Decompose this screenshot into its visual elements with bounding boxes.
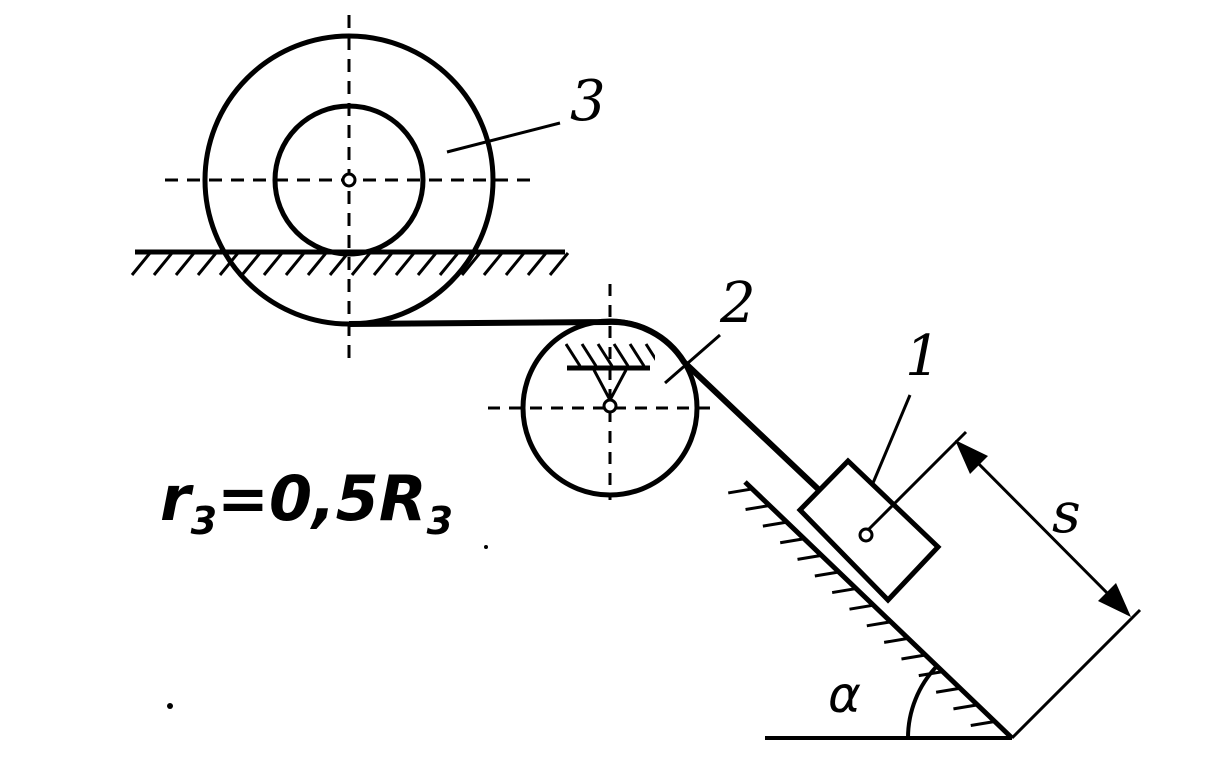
svg-text:r3=0,5R3: r3=0,5R3 (160, 462, 453, 543)
hatch-line (596, 343, 614, 367)
label-angle-alpha: α (828, 666, 861, 724)
formula-R-subscript: 3 (427, 499, 453, 543)
hatch-line (901, 653, 926, 661)
hatch-line (526, 252, 548, 276)
hatch-line (883, 636, 909, 644)
wheel-3 (165, 15, 530, 362)
hatch-line (504, 252, 526, 276)
hatch-line (548, 252, 570, 276)
hatch-line (372, 252, 394, 276)
hatch-line (727, 487, 753, 495)
hatch-line (644, 343, 655, 361)
block1-center-point (858, 527, 874, 543)
formula-radius-ratio: r3=0,5R3 (160, 462, 453, 543)
hatch-line (628, 343, 646, 367)
hatch-line (831, 587, 857, 595)
speck (484, 545, 488, 549)
inclined-plane (727, 480, 1014, 740)
hatch-line (438, 252, 460, 276)
hatch-line (745, 504, 770, 512)
formula-equals: =0,5R (217, 462, 427, 535)
hatch-line (328, 252, 350, 276)
formula-r-subscript: 3 (191, 499, 217, 543)
hatch-line (612, 343, 630, 367)
hatch-line (152, 252, 174, 276)
label-body-2: 2 (719, 271, 756, 336)
hatch-line (460, 252, 482, 276)
hatch-line (935, 686, 961, 694)
label-body-1: 1 (905, 324, 941, 389)
hatch-line (350, 252, 372, 276)
hatch-line (196, 252, 218, 276)
hatch-line (482, 252, 504, 276)
leader-line-2 (664, 333, 721, 385)
hatch-line (284, 252, 306, 276)
hatch-line (394, 252, 416, 276)
pulley2-fixed-support (565, 343, 655, 414)
pulley-2 (488, 284, 718, 500)
hatch-line (970, 719, 995, 727)
pulley2-circle (520, 318, 700, 498)
hatch-line (240, 252, 262, 276)
floor-surface (130, 249, 570, 276)
formula-r: r (160, 462, 194, 535)
hatch-line (262, 252, 284, 276)
hatch-line (130, 252, 152, 276)
dimension-arrow-bottom (1098, 583, 1131, 617)
wheel3-center-hub (341, 172, 357, 188)
angle-arc (906, 664, 939, 739)
label-body-3: 3 (570, 69, 606, 134)
hatch-line (565, 343, 582, 367)
hatch-line (174, 252, 196, 276)
hatch-line (416, 252, 438, 276)
leader-line-1 (871, 394, 912, 484)
displacement-dimension (866, 430, 1142, 740)
hatch-line (814, 570, 840, 578)
label-displacement-s: s (1052, 481, 1081, 546)
hatch-line (953, 703, 978, 711)
hatch-line (306, 252, 328, 276)
hatch-line (797, 553, 822, 561)
hatch-line (218, 252, 240, 276)
dimension-arrow-top (955, 440, 988, 474)
hatch-line (762, 520, 788, 528)
hatch-line (849, 603, 874, 611)
leader-line-3 (446, 121, 561, 154)
hatch-line (580, 343, 598, 367)
hatch-line (779, 537, 805, 545)
hatch-line (866, 620, 892, 628)
speck (167, 703, 173, 709)
